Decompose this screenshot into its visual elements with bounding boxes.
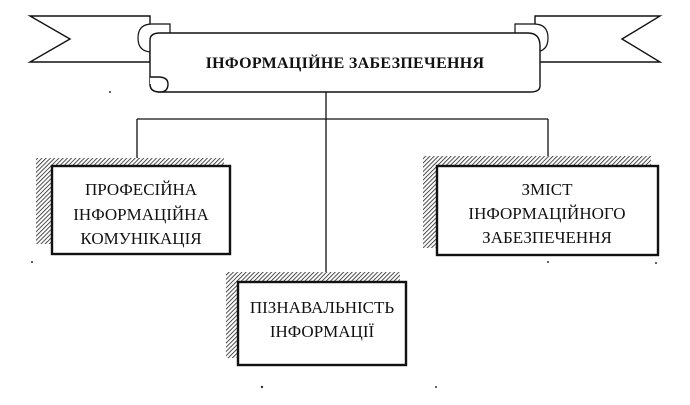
speck (109, 91, 111, 93)
box-right-line-3: ЗАБЕЗПЕЧЕННЯ (482, 228, 612, 247)
speck (655, 262, 657, 264)
banner-left-tail (27, 15, 151, 63)
box-left-line-3: КОМУНІКАЦІЯ (80, 229, 201, 248)
box-center-line-1: ПІЗНАВАЛЬНІСТЬ (250, 298, 395, 317)
scan-specks (31, 91, 657, 389)
box-right-frame (435, 164, 660, 257)
speck (260, 385, 264, 389)
box-center: ПІЗНАВАЛЬНІСТЬ ІНФОРМАЦІЇ (226, 272, 408, 367)
box-right: ЗМІСТ ІНФОРМАЦІЙНОГО ЗАБЕЗПЕЧЕННЯ (423, 156, 660, 257)
banner-title: ІНФОРМАЦІЙНЕ ЗАБЕЗПЕЧЕННЯ (206, 53, 485, 72)
banner-body-curl (149, 76, 169, 93)
speck (31, 261, 33, 263)
box-right-line-1: ЗМІСТ (521, 180, 573, 199)
connector-lines (136, 92, 549, 282)
banner-right-tail (534, 15, 663, 63)
box-center-frame (236, 280, 408, 367)
box-right-line-2: ІНФОРМАЦІЙНОГО (468, 204, 625, 223)
speck (547, 261, 549, 263)
box-left-frame (50, 164, 232, 256)
box-left-line-1: ПРОФЕСІЙНА (85, 180, 198, 199)
box-left: ПРОФЕСІЙНА ІНФОРМАЦІЙНА КОМУНІКАЦІЯ (36, 158, 232, 256)
box-left-line-2: ІНФОРМАЦІЙНА (73, 205, 209, 224)
title-banner: ІНФОРМАЦІЙНЕ ЗАБЕЗПЕЧЕННЯ (27, 15, 663, 93)
speck (435, 386, 437, 388)
box-center-line-2: ІНФОРМАЦІЇ (270, 322, 375, 341)
